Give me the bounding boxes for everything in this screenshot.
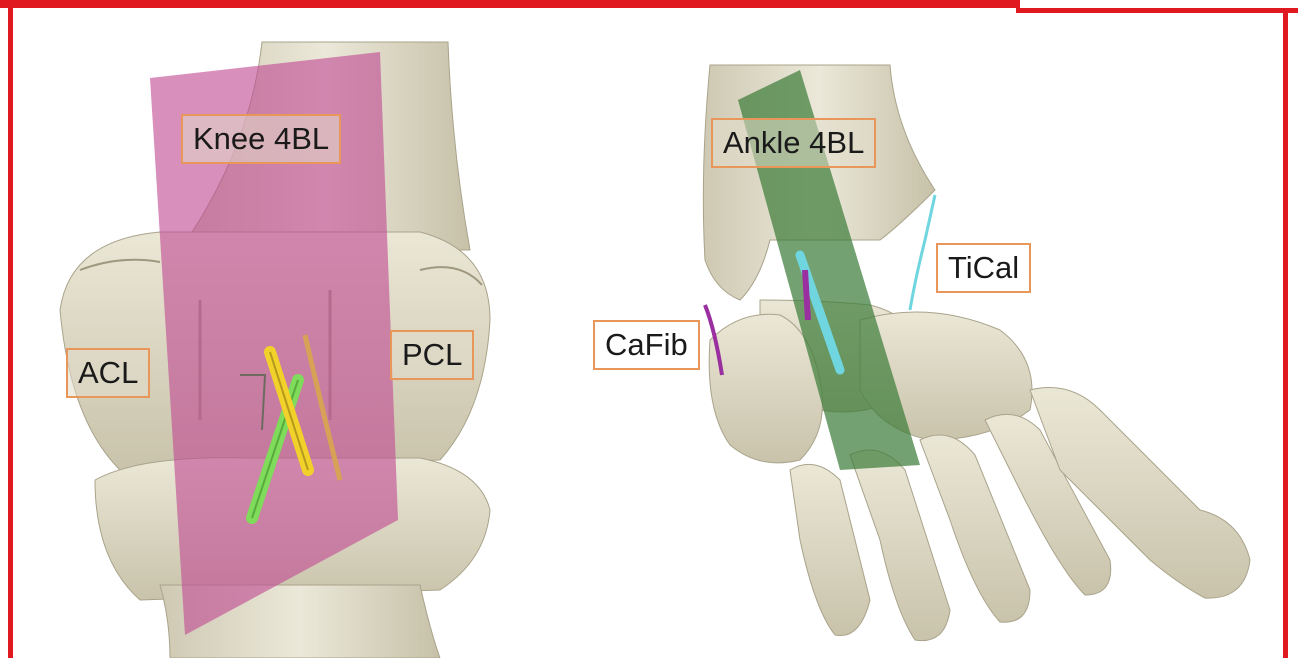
tical-label: TiCal <box>936 243 1031 293</box>
frame-top-bar <box>0 0 1020 8</box>
knee-plane-label: Knee 4BL <box>181 114 341 164</box>
ankle-plane-label: Ankle 4BL <box>711 118 876 168</box>
frame-top-right <box>1016 8 1298 13</box>
cafib-label: CaFib <box>593 320 700 370</box>
frame-left <box>8 8 13 658</box>
pcl-label: PCL <box>390 330 474 380</box>
frame-right <box>1283 8 1288 658</box>
acl-label: ACL <box>66 348 150 398</box>
